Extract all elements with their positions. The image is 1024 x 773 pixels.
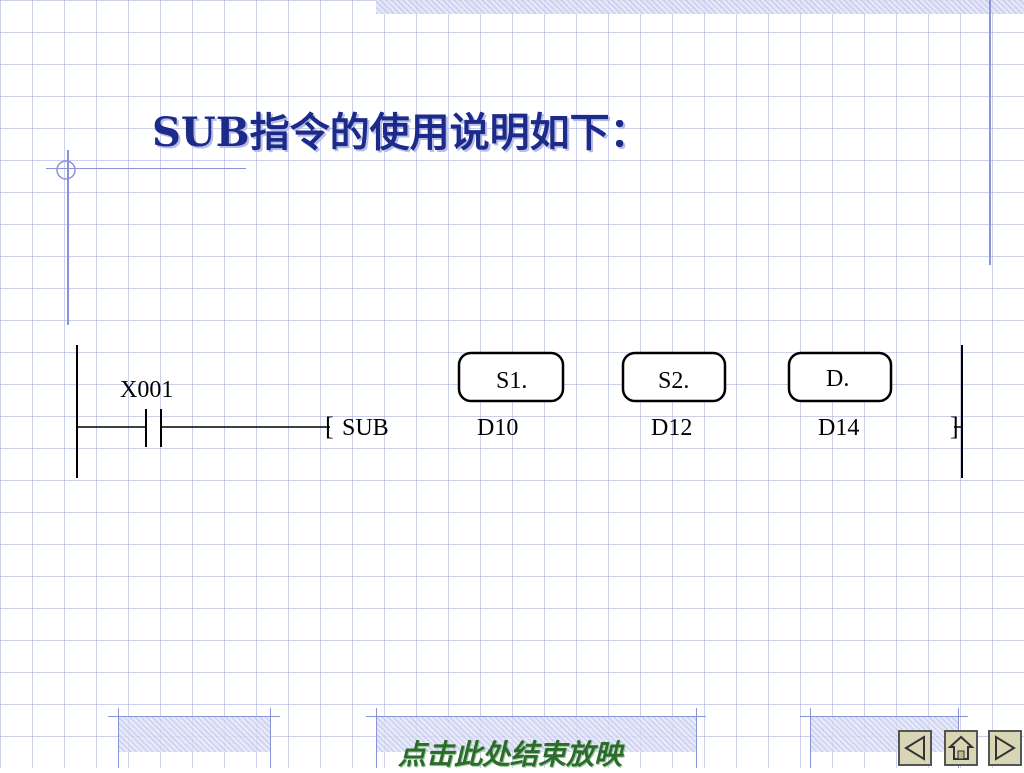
bottom-decor-line-3	[270, 708, 271, 768]
prev-slide-button[interactable]	[898, 730, 932, 766]
bottom-decor-line-5	[376, 708, 377, 768]
bottom-decor-line-6	[696, 708, 697, 768]
operand-tag-d: D.	[826, 366, 849, 392]
operand-value-s2: D12	[651, 415, 692, 441]
operand-value-d: D14	[818, 415, 859, 441]
operand-box-s1	[457, 351, 565, 403]
bottom-decor-line-1	[108, 716, 280, 717]
right-decor-line	[989, 0, 991, 265]
prev-arrow-icon	[904, 735, 925, 761]
next-slide-button[interactable]	[988, 730, 1022, 766]
close-bracket: ]	[950, 412, 959, 441]
bottom-decor-box-right	[810, 716, 958, 752]
operand-box-d	[787, 351, 893, 403]
operand-box-s2	[621, 351, 727, 403]
bottom-decor-box-mid	[376, 716, 696, 752]
left-decor-hline	[46, 168, 246, 169]
end-slideshow-link[interactable]: 点击此处结束放映	[398, 738, 623, 771]
slide-title: SUB指令的使用说明如下：	[152, 109, 650, 156]
instruction-mnemonic: SUB	[342, 415, 389, 441]
top-decor-band	[376, 0, 1024, 14]
next-arrow-icon	[995, 735, 1016, 761]
bottom-decor-line-7	[800, 716, 968, 717]
operand-tag-s2: S2.	[658, 368, 689, 394]
home-button[interactable]	[944, 730, 978, 766]
bottom-decor-line-8	[810, 708, 811, 768]
bottom-decor-box-left	[118, 716, 270, 752]
bottom-decor-line-4	[366, 716, 706, 717]
home-icon	[947, 735, 975, 760]
left-decor-vline	[67, 150, 69, 325]
bottom-decor-line-2	[118, 708, 119, 768]
operand-value-s1: D10	[477, 415, 518, 441]
corner-circle-decor	[56, 160, 76, 180]
open-bracket: [	[325, 412, 334, 441]
contact-label: X001	[120, 377, 173, 403]
operand-tag-s1: S1.	[496, 368, 527, 394]
